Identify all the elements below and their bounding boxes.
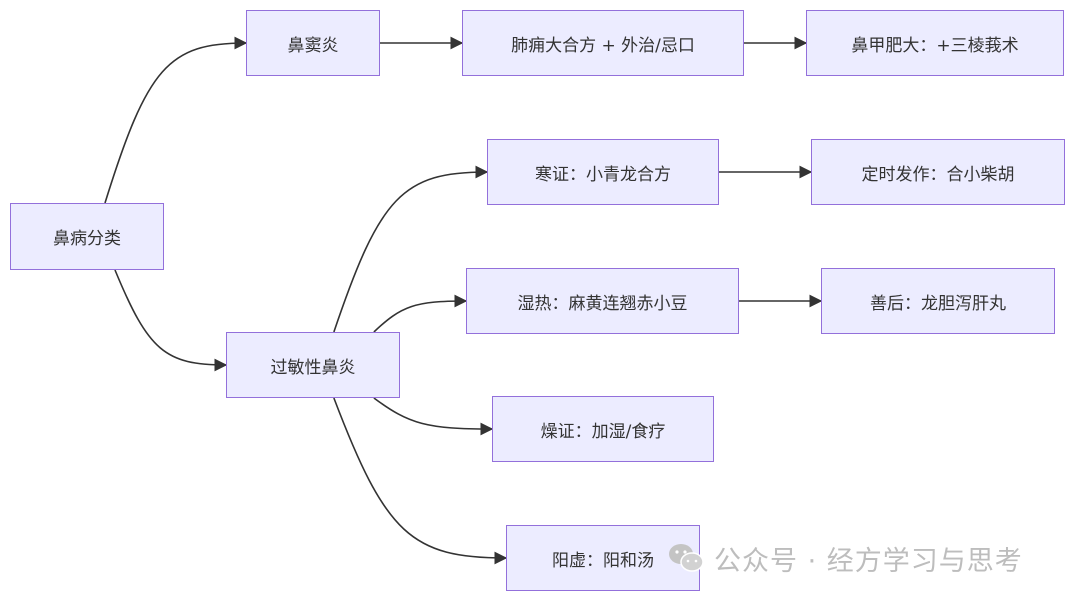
node-sinusitis-treatment: 肺痈大合方 + 外治/忌口 (462, 10, 744, 76)
node-aftercare: 善后：龙胆泻肝丸 (821, 268, 1055, 334)
edge-allergic-to-damp_heat (373, 294, 468, 333)
node-turbinate: 鼻甲肥大：+三棱莪术 (806, 10, 1064, 76)
wechat-icon (669, 544, 704, 572)
watermark-text: 公众号 · 经方学习与思考 (714, 545, 1023, 577)
edge-root-to-allergic (114, 269, 228, 372)
node-dry: 燥证：加湿/食疗 (492, 396, 714, 462)
node-root: 鼻病分类 (10, 203, 164, 270)
edge-allergic-to-yang_def (333, 397, 508, 565)
edge-allergic-to-cold (333, 165, 489, 333)
node-periodic: 定时发作：合小柴胡 (811, 139, 1065, 205)
node-allergic: 过敏性鼻炎 (226, 332, 400, 398)
edge-root-to-sinusitis (104, 36, 248, 204)
node-sinusitis: 鼻窦炎 (246, 10, 380, 76)
edge-allergic-to-dry (373, 397, 494, 436)
node-damp-heat: 湿热：麻黄连翘赤小豆 (466, 268, 739, 334)
node-cold: 寒证：小青龙合方 (487, 139, 719, 205)
watermark: 公众号 · 经方学习与思考 (668, 538, 1023, 578)
